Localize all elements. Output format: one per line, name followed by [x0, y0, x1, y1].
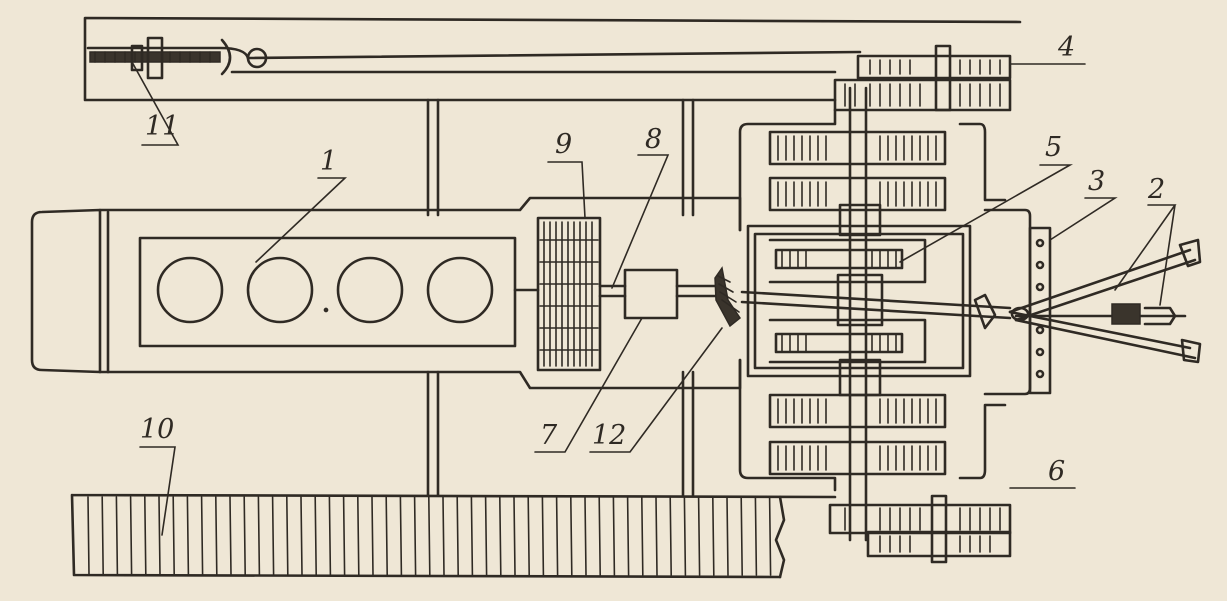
cross-shafts — [848, 86, 868, 542]
pulley-6 — [828, 494, 1012, 564]
callout-label-3: 3 — [1088, 166, 1105, 197]
callout-label-9: 9 — [555, 129, 572, 160]
callout-9: 9 — [547, 129, 586, 219]
callout-2: 2 — [1114, 174, 1177, 306]
gearbox-gears-lower — [768, 358, 947, 476]
callout-8: 8 — [611, 124, 670, 289]
drawbar-linkage-2 — [1008, 238, 1202, 364]
top-frame-rail — [83, 16, 1022, 102]
callout-1: 1 — [255, 146, 348, 263]
callout-label-2: 2 — [1147, 174, 1165, 205]
callout-7: 7 — [534, 317, 643, 453]
main-shaft-8 — [513, 284, 722, 298]
callout-10: 10 — [139, 414, 176, 536]
coupling-7 — [623, 268, 679, 320]
callout-label-7: 7 — [540, 420, 558, 451]
callout-label-12: 12 — [592, 420, 626, 451]
gear-11 — [89, 36, 221, 80]
callout-12: 12 — [589, 327, 723, 453]
engine-1 — [30, 196, 742, 390]
hitch-plate-3 — [983, 208, 1052, 396]
gearbox-housing — [738, 108, 1007, 492]
callout-11: 11 — [131, 61, 179, 146]
gearbox-gears-upper — [768, 130, 947, 237]
pulley-4 — [833, 44, 1012, 112]
differential-5 — [740, 224, 1012, 378]
callout-4: 4 — [1009, 32, 1086, 65]
callout-label-4: 4 — [1057, 32, 1075, 63]
callout-label-1: 1 — [320, 146, 337, 177]
frame-cross-members — [426, 98, 695, 497]
track-10 — [70, 493, 837, 579]
callout-label-8: 8 — [645, 124, 662, 155]
bevel-gear-12 — [714, 266, 742, 328]
callout-3: 3 — [1049, 166, 1118, 241]
callout-5: 5 — [899, 132, 1074, 263]
callout-label-5: 5 — [1045, 132, 1062, 163]
callout-6: 6 — [1009, 456, 1076, 489]
callout-label-6: 6 — [1048, 456, 1065, 487]
flywheel-9 — [536, 216, 602, 372]
callout-label-11: 11 — [145, 111, 179, 142]
callout-label-10: 10 — [140, 414, 174, 445]
